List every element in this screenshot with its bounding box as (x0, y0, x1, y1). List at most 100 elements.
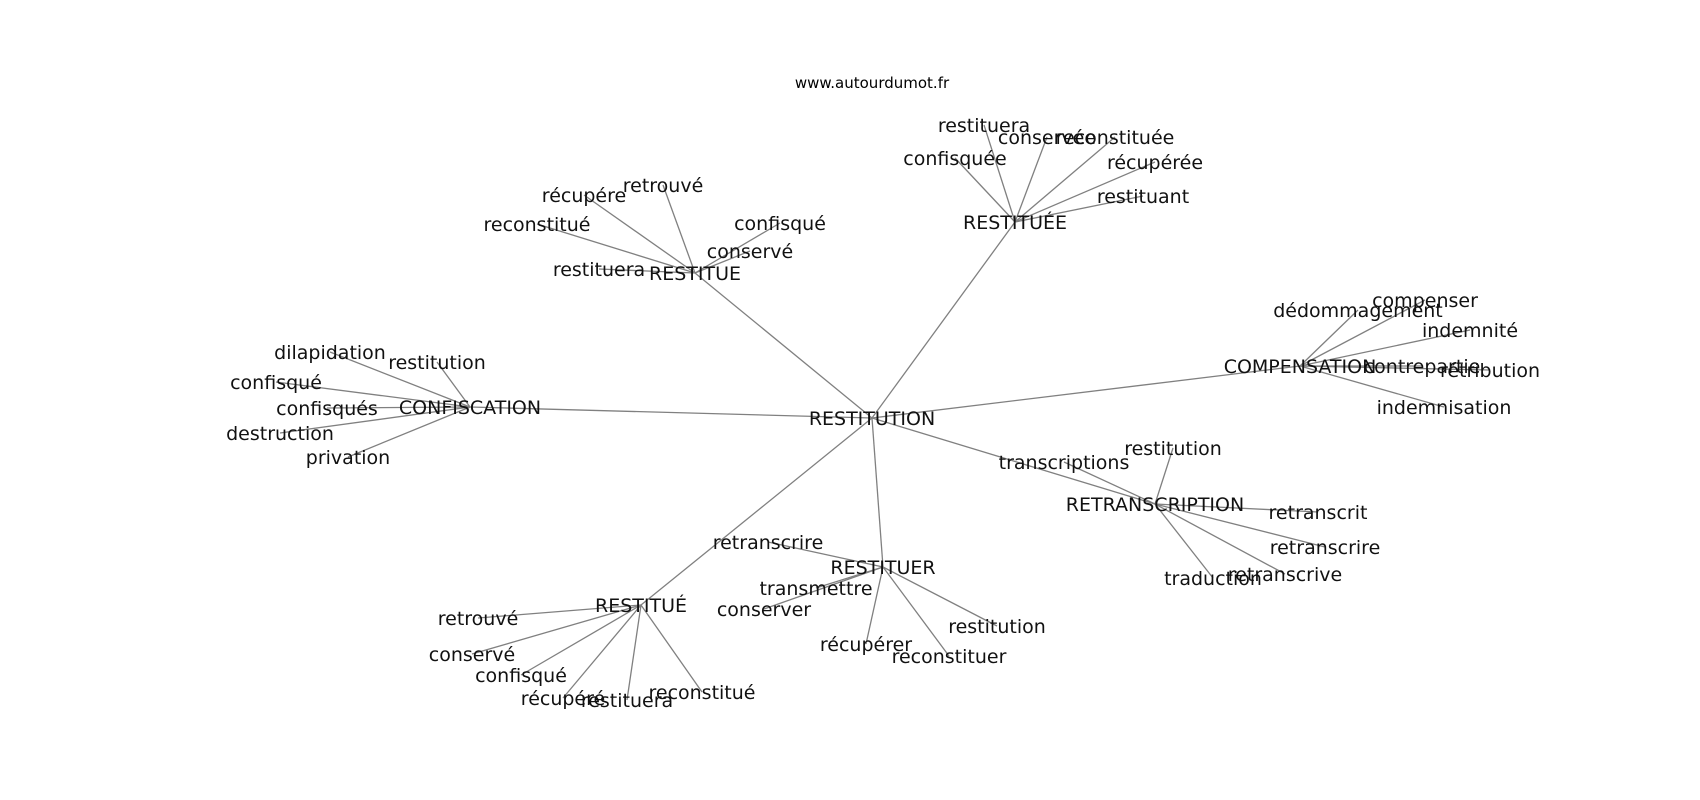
word-label: confisqué (734, 213, 826, 235)
edge-restituer-2 (763, 566, 884, 610)
word-label: récupérée (1107, 152, 1203, 174)
word-label: confisqué (230, 372, 322, 394)
edge-retranscription-5 (1154, 503, 1214, 579)
edge-compensation-1 (1299, 309, 1359, 367)
edge-compensation-4 (1299, 365, 1491, 371)
edge-center-restitue2 (640, 417, 873, 606)
edge-restituer-0 (767, 541, 884, 568)
edge-center-restituer (871, 417, 884, 568)
edge-compensation-2 (1299, 329, 1471, 367)
edge-confiscation-1 (436, 361, 471, 408)
edge-restituer-3 (865, 566, 884, 645)
edge-restitue2-0 (477, 604, 642, 619)
word-label: retrouvé (438, 608, 519, 630)
word-label: conservée (998, 127, 1096, 149)
edge-restitue-1 (583, 194, 696, 274)
hub-label-restituee: RESTITUÉE (963, 211, 1067, 234)
word-label: restitution (948, 616, 1046, 638)
word-label: rétribution (1440, 360, 1540, 382)
word-label: indemnité (1422, 320, 1518, 342)
word-label: retrouvé (623, 175, 704, 197)
edge-restituer-4 (882, 566, 950, 657)
edge-restituee-4 (1014, 161, 1156, 223)
word-label: reconstitué (483, 214, 590, 236)
edge-retranscription-2 (1154, 503, 1319, 513)
hub-label-restituer: RESTITUER (830, 557, 935, 579)
word-label: traduction (1164, 568, 1262, 590)
word-label: restitution (388, 352, 486, 374)
word-label: compenser (1372, 290, 1478, 312)
edge-retranscription-1 (1154, 447, 1174, 505)
word-label: indemnisation (1377, 397, 1512, 419)
edge-restituer-5 (882, 566, 998, 627)
edge-restituee-5 (1014, 195, 1144, 223)
edge-center-confiscation (469, 406, 873, 419)
edge-center-restituee (871, 221, 1016, 419)
edge-restitue2-5 (640, 604, 703, 693)
edge-restituee-2 (1014, 136, 1116, 223)
edge-restitue2-4 (626, 604, 642, 701)
edge-restitue2-3 (562, 604, 642, 699)
edge-confiscation-2 (275, 381, 471, 408)
word-label: transmettre (759, 578, 872, 600)
word-label: retranscrive (1228, 564, 1342, 586)
hub-label-retranscription: RETRANSCRIPTION (1066, 494, 1244, 516)
word-label: confisqué (475, 665, 567, 687)
edge-restituee-3 (954, 157, 1016, 223)
edge-restitue-3 (598, 268, 696, 274)
word-label: restituera (581, 690, 673, 712)
source-url: www.autourdumot.fr (795, 74, 950, 92)
word-label: retranscrire (1270, 537, 1381, 559)
edge-retranscription-4 (1154, 503, 1286, 575)
center-node-label: RESTITUTION (809, 408, 935, 430)
word-label: retranscrire (713, 532, 824, 554)
edge-restitue2-2 (520, 604, 642, 676)
word-label: dilapidation (274, 342, 386, 364)
word-label: conserver (717, 599, 811, 621)
hub-label-restitue: RESTITUE (649, 263, 741, 285)
word-label: conservé (707, 241, 793, 263)
word-label: récupére (542, 185, 626, 207)
edge-confiscation-3 (326, 406, 471, 409)
edge-center-compensation (871, 365, 1301, 419)
edge-restitue2-1 (471, 604, 642, 655)
word-label: reconstituer (892, 646, 1007, 668)
hub-label-restitue2: RESTITUÉ (595, 594, 687, 617)
word-label: restitution (1124, 438, 1222, 460)
word-label: retranscrit (1269, 502, 1368, 524)
word-label: confisqués (276, 398, 378, 420)
word-label: conservé (429, 644, 515, 666)
word-label: transcriptions (999, 452, 1130, 474)
edge-restitue-5 (694, 250, 751, 274)
edges (275, 124, 1491, 701)
word-label: restituera (938, 115, 1030, 137)
word-label: privation (306, 447, 390, 469)
word-label: récupéré (521, 688, 605, 710)
word-label: récupérer (820, 634, 912, 656)
hub-label-compensation: COMPENSATION (1224, 356, 1377, 378)
edge-compensation-5 (1299, 365, 1445, 408)
word-labels: RESTITUTIONRESTITUEretrouvérécupérerecon… (226, 115, 1540, 712)
word-label: restituant (1097, 186, 1189, 208)
edge-retranscription-3 (1154, 503, 1326, 548)
edge-compensation-0 (1299, 299, 1426, 367)
edge-confiscation-4 (279, 406, 471, 434)
edge-restitue-0 (662, 184, 696, 274)
hub-label-confiscation: CONFISCATION (399, 397, 541, 419)
edge-center-restitue (694, 272, 873, 419)
word-label: contrepartie (1364, 356, 1481, 378)
word-label: destruction (226, 423, 334, 445)
word-label: confisquée (903, 148, 1006, 170)
word-label: restituera (553, 259, 645, 281)
edge-retranscription-0 (1063, 461, 1156, 505)
edge-restituee-0 (983, 124, 1016, 223)
edge-restitue-4 (694, 222, 781, 274)
edge-confiscation-0 (329, 351, 471, 408)
word-label: reconstituée (1056, 127, 1175, 149)
edge-restituee-1 (1014, 136, 1048, 223)
edge-restitue-2 (536, 223, 696, 274)
word-label: reconstitué (648, 682, 755, 704)
edge-center-retranscription (871, 417, 1156, 505)
edge-confiscation-5 (347, 406, 471, 458)
